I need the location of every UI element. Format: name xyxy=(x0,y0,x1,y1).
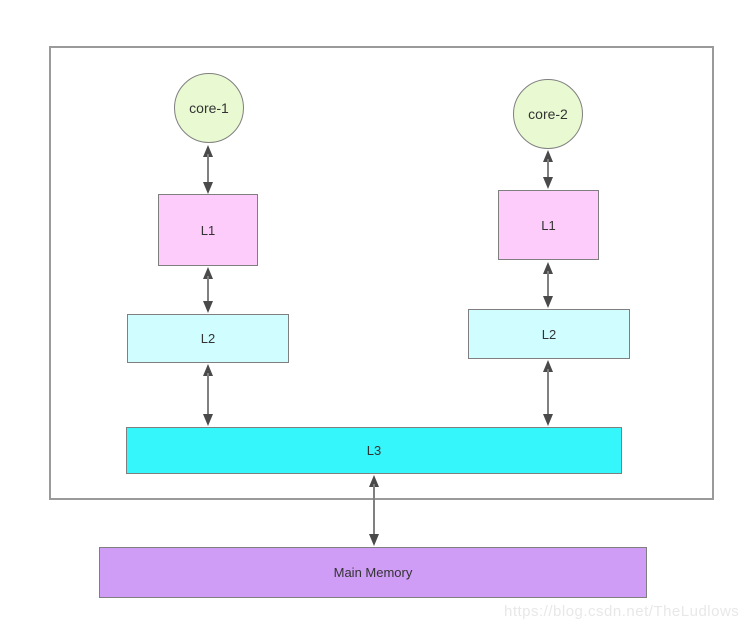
arrow-core1-l1 xyxy=(202,145,214,194)
node-l1-left-label: L1 xyxy=(200,222,216,238)
node-l2-right-label: L2 xyxy=(541,326,557,342)
node-core-2: core-2 xyxy=(513,79,583,149)
node-core-1-label: core-1 xyxy=(189,100,229,116)
node-main-memory-label: Main Memory xyxy=(333,565,413,580)
arrowhead-down-icon xyxy=(543,414,553,426)
node-core-1: core-1 xyxy=(174,73,244,143)
arrowhead-up-icon xyxy=(369,475,379,487)
arrowhead-up-icon xyxy=(203,364,213,376)
arrowhead-up-icon xyxy=(203,145,213,157)
node-l2-cache-left: L2 xyxy=(127,314,289,363)
arrowhead-down-icon xyxy=(203,182,213,194)
node-main-memory: Main Memory xyxy=(99,547,647,598)
arrowhead-up-icon xyxy=(543,360,553,372)
arrow-l2-l3-right xyxy=(542,360,554,426)
arrowhead-down-icon xyxy=(543,177,553,189)
node-l3-cache: L3 xyxy=(126,427,622,474)
arrowhead-up-icon xyxy=(203,267,213,279)
node-core-2-label: core-2 xyxy=(528,106,568,122)
arrow-l1-l2-right xyxy=(542,262,554,308)
arrow-l1-l2-left xyxy=(202,267,214,313)
arrowhead-up-icon xyxy=(543,262,553,274)
arrowhead-down-icon xyxy=(369,534,379,546)
arrow-l3-main-memory xyxy=(368,475,380,546)
node-l3-label: L3 xyxy=(366,443,382,458)
arrow-l2-l3-left xyxy=(202,364,214,426)
arrowhead-up-icon xyxy=(543,150,553,162)
watermark-url: https://blog.csdn.net/TheLudlows xyxy=(504,603,740,620)
node-l2-cache-right: L2 xyxy=(468,309,630,359)
node-l1-cache-left: L1 xyxy=(158,194,258,266)
node-l1-cache-right: L1 xyxy=(498,190,599,260)
arrowhead-down-icon xyxy=(203,301,213,313)
arrowhead-down-icon xyxy=(203,414,213,426)
node-l1-right-label: L1 xyxy=(541,217,556,233)
arrow-core2-l1 xyxy=(542,150,554,189)
arrowhead-down-icon xyxy=(543,296,553,308)
node-l2-left-label: L2 xyxy=(200,331,216,346)
chip-boundary-frame xyxy=(49,46,714,500)
